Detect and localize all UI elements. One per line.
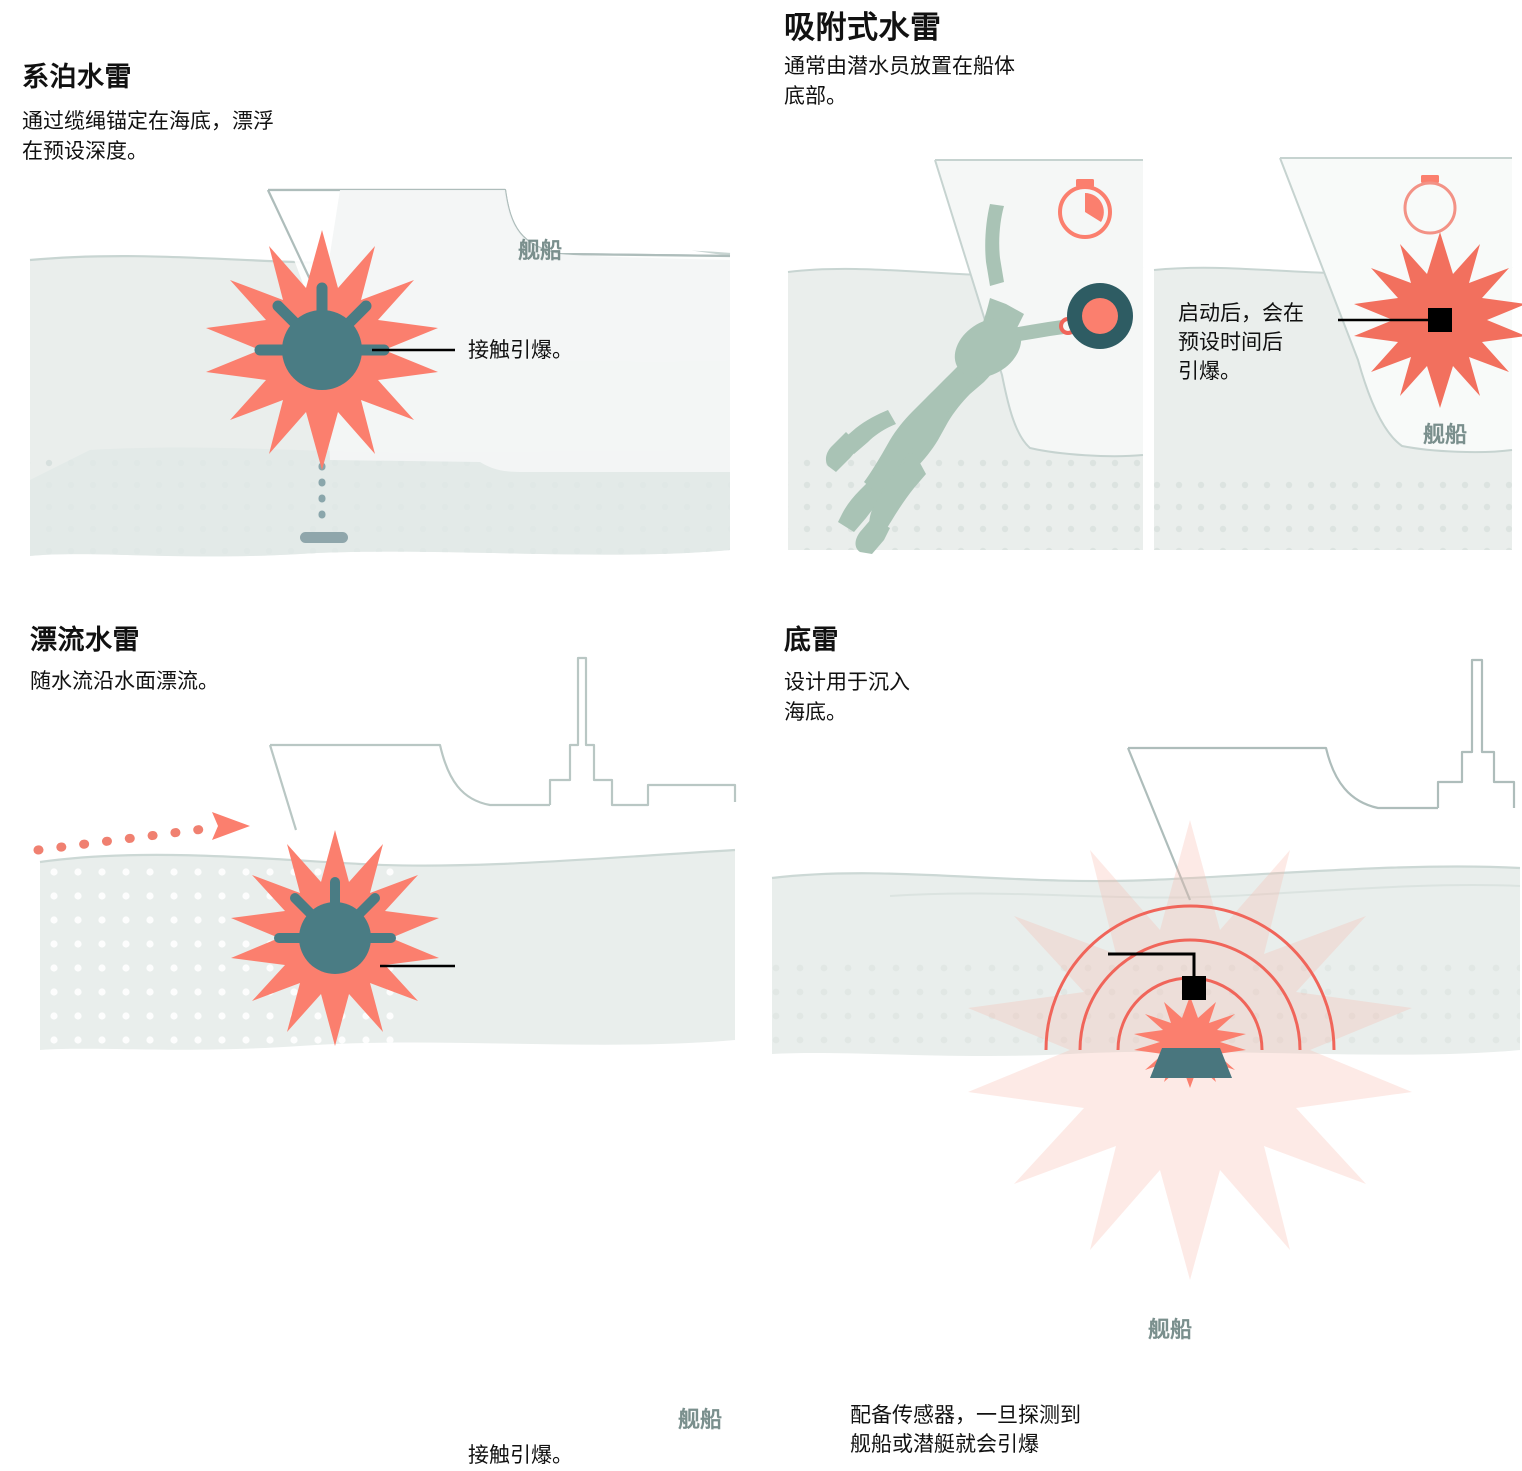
panel-drifting-mine: 漂流水雷 随水流沿水面漂流。: [0, 570, 760, 1467]
stopwatch-empty-icon: [1403, 175, 1457, 235]
deep-water-layer: [30, 447, 730, 557]
panel-title: 系泊水雷: [22, 62, 132, 92]
panel-ground-mine: 底雷 设计用于沉入 海底。: [760, 570, 1522, 1456]
panel-moored-mine: 系泊水雷 通过缆绳锚定在海底，漂浮 在预设深度。: [0, 0, 760, 570]
seabed-texture: [1154, 468, 1512, 550]
panel-title: 底雷: [784, 625, 839, 655]
ship-label: 舰船: [678, 1407, 723, 1432]
horned-mine-icon: [274, 877, 396, 974]
ground-mine-icon: [1150, 1048, 1232, 1078]
ship-label: 舰船: [1148, 1317, 1193, 1342]
moored-mine-illustration: [0, 150, 760, 570]
water-surface-line-secondary: [889, 884, 1521, 899]
water-surface-line: [39, 848, 736, 867]
panel-description: 通过缆绳锚定在海底，漂浮 在预设深度。: [22, 110, 274, 163]
drift-trail: [33, 812, 250, 855]
ship-underwater-hull: [322, 190, 730, 472]
callout-text: 启动后，会在 预设时间后 引爆。: [1178, 302, 1304, 383]
panel-title: 吸附式水雷: [784, 10, 942, 45]
panel-description: 设计用于沉入 海底。: [784, 671, 910, 724]
ground-mine-illustration: [770, 650, 1522, 1280]
seabed-texture: [788, 450, 1143, 550]
ship-label: 舰船: [1423, 422, 1468, 447]
ship-label: 舰船: [518, 238, 563, 263]
callout-text: 配备传感器，一旦探测到 舰船或潜艇就会引爆: [850, 1404, 1081, 1456]
limpet-detonation-illustration: [1152, 150, 1522, 560]
ship-outline: [1126, 658, 1516, 901]
seabed-texture: [772, 950, 1520, 1056]
limpet-mine-icon: [1067, 283, 1133, 349]
stopwatch-running-icon: [1058, 179, 1112, 239]
explosion-burst-icon: [1134, 996, 1246, 1088]
callout-leader-line: [1108, 952, 1196, 984]
mine-marker: [1428, 308, 1452, 332]
anchor-block-icon: [300, 532, 348, 543]
drifting-mine-illustration: [0, 650, 760, 1080]
water-surface-line: [771, 865, 1521, 883]
panel-description: 随水流沿水面漂流。: [30, 670, 219, 693]
horned-mine-icon: [254, 282, 390, 390]
diver-icon: [825, 204, 1064, 554]
panel-limpet-mine: 吸附式水雷 通常由潜水员放置在船体 底部。: [760, 0, 1522, 570]
callout-text: 接触引爆。: [468, 339, 573, 362]
limpet-placement-illustration: [780, 150, 1150, 560]
panel-description: 通常由潜水员放置在船体 底部。: [784, 55, 1015, 108]
callout-text: 接触引爆。: [468, 1444, 573, 1467]
ship-outline: [268, 656, 737, 831]
panel-title: 漂流水雷: [30, 625, 140, 655]
mine-marker: [1182, 976, 1206, 1000]
